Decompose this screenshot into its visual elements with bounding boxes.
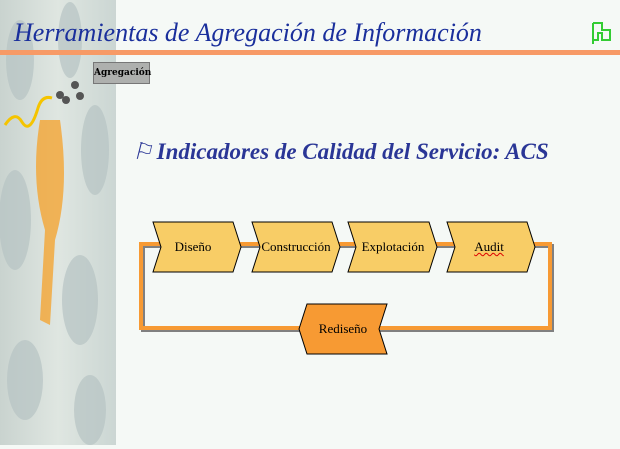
step-shape-explotacion (347, 221, 438, 273)
step-shape-audit (446, 221, 536, 273)
step-audit: Audit (474, 239, 504, 254)
step-rediseno: Rediseño (318, 321, 368, 336)
people-chain-illustration (0, 2, 109, 445)
flag-icon: ⚐ (132, 139, 153, 164)
flag-icon[interactable] (590, 20, 614, 46)
subtitle-text: Indicadores de Calidad del Servicio: ACS (156, 139, 549, 164)
step-shape-rediseno (298, 303, 388, 355)
step-shape-diseno (152, 221, 242, 273)
slide-title: Herramientas de Agregación de Informació… (14, 18, 482, 47)
slide-subtitle: ⚐Indicadores de Calidad del Servicio: AC… (132, 139, 549, 165)
title-divider (0, 50, 620, 55)
step-diseno: Diseño (174, 239, 212, 254)
step-shape-construccion (251, 221, 341, 273)
step-explotacion: Explotación (361, 239, 425, 254)
step-construccion: Construcción (261, 239, 331, 254)
agregacion-button[interactable]: Agregación (93, 62, 151, 84)
